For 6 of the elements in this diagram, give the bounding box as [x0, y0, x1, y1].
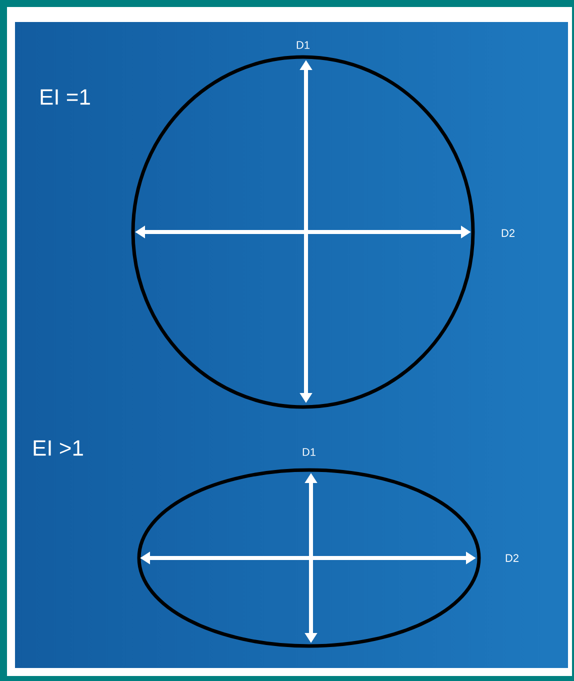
label-text: D2	[502, 229, 514, 237]
label-text: EI =1	[40, 89, 90, 105]
label-text: EI >1	[34, 440, 83, 456]
label-text: D1	[302, 448, 316, 456]
label-text: D1	[296, 41, 310, 49]
label-text: D2	[506, 554, 518, 562]
